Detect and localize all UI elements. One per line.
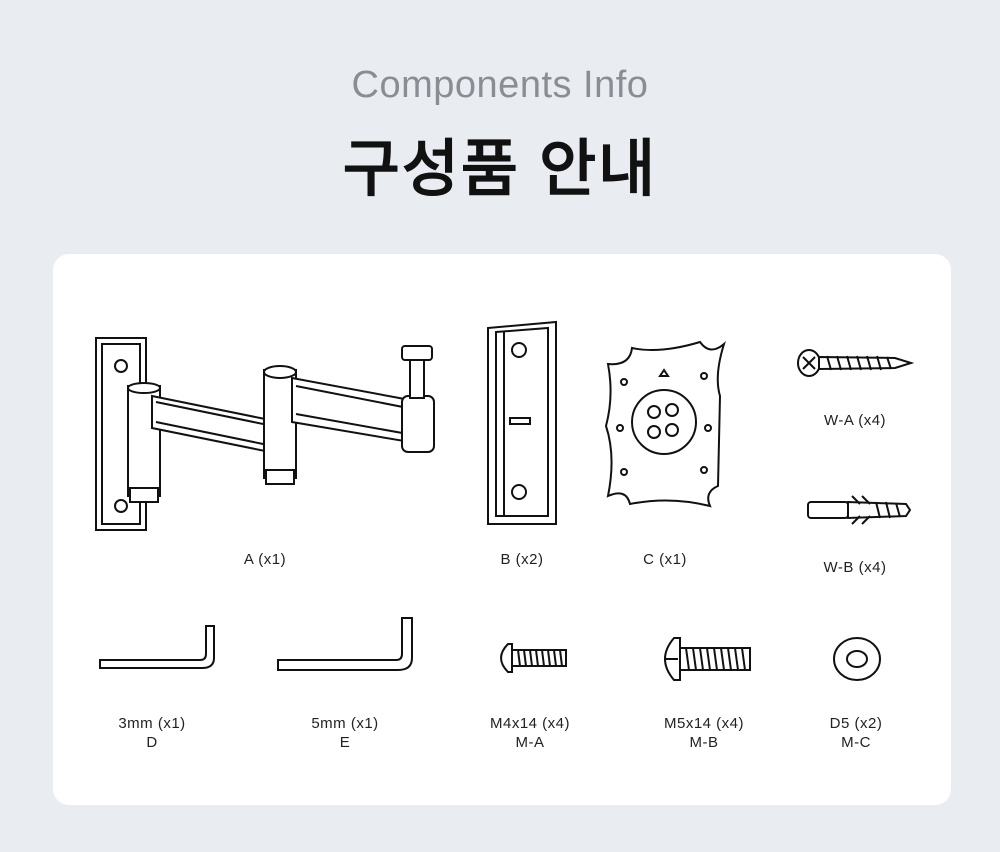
component-wa-label: W-A (x4) xyxy=(823,412,887,429)
m4-screw-illustration xyxy=(500,643,567,673)
component-d-size: 3mm (x1) xyxy=(118,715,186,732)
component-e-size: 5mm (x1) xyxy=(311,715,379,732)
component-ma-label: M4x14 (x4) M-A xyxy=(470,714,590,752)
wood-screw-illustration xyxy=(797,349,915,377)
component-ma-size: M4x14 (x4) xyxy=(489,715,571,732)
vesa-plate-illustration xyxy=(604,340,726,508)
component-mc-code: M-C xyxy=(841,734,871,751)
component-c-label: C (x1) xyxy=(643,551,687,568)
component-mb-label: M5x14 (x4) M-B xyxy=(644,714,764,752)
component-mb-code: M-B xyxy=(689,734,719,751)
component-wb-label: W-B (x4) xyxy=(823,559,887,576)
component-a-label: A (x1) xyxy=(243,551,287,568)
component-mb-size: M5x14 (x4) xyxy=(663,715,745,732)
component-d-code: D xyxy=(146,734,158,751)
component-d-label: 3mm (x1) D xyxy=(92,714,212,752)
component-ma-code: M-A xyxy=(515,734,545,751)
component-mc-label: D5 (x2) M-C xyxy=(796,714,916,752)
hex-key-5mm-illustration xyxy=(277,617,413,671)
wall-plate-illustration xyxy=(487,320,557,525)
hex-key-3mm-illustration xyxy=(99,625,215,669)
washer-illustration xyxy=(833,637,881,681)
component-mc-size: D5 (x2) xyxy=(829,715,883,732)
wall-mount-arm-illustration xyxy=(95,337,435,531)
page-title: 구성품 안내 xyxy=(342,135,658,204)
components-info-subtitle: Components Info xyxy=(351,64,649,106)
m5-screw-illustration xyxy=(664,637,751,681)
component-e-code: E xyxy=(339,734,351,751)
wall-anchor-illustration xyxy=(807,495,912,525)
component-b-label: B (x2) xyxy=(500,551,544,568)
component-e-label: 5mm (x1) E xyxy=(285,714,405,752)
